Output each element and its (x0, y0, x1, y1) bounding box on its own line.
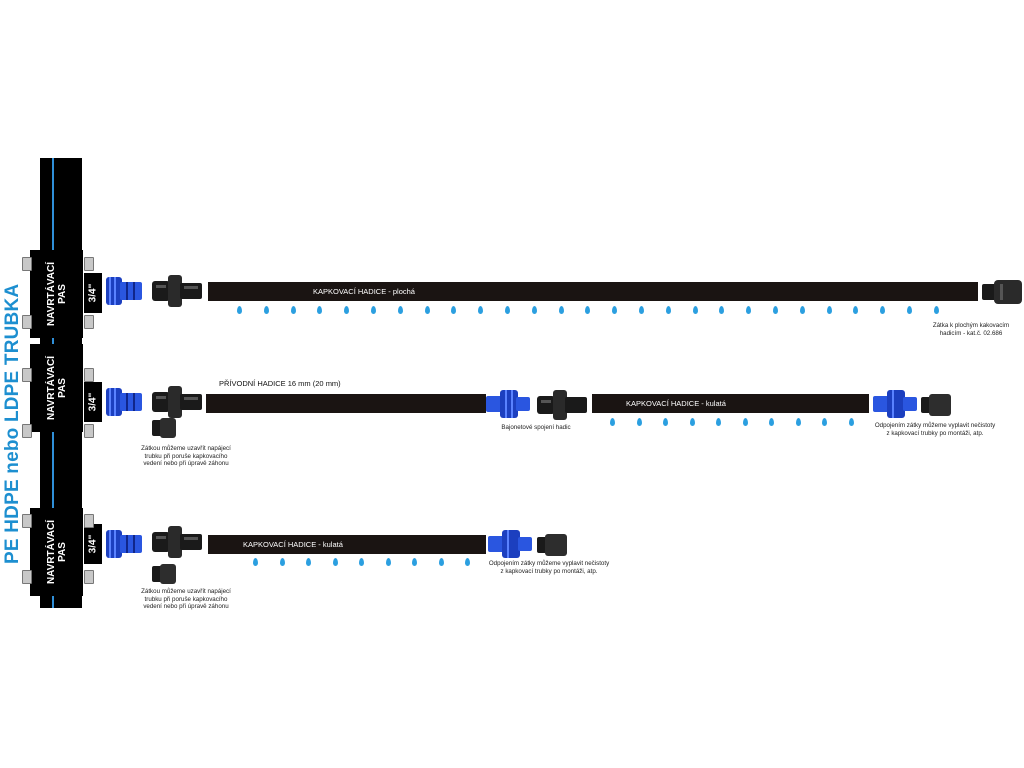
bayonet-coupling-icon (486, 390, 530, 418)
water-drop-icon (317, 306, 323, 314)
bolt-icon (84, 514, 94, 528)
water-drop-icon (465, 558, 470, 566)
water-drop-icon (263, 306, 269, 314)
saddle-clamp-label-1: NAVRTÁVACÍ PAS (45, 261, 68, 327)
black-connector-icon (152, 275, 202, 307)
black-connector-icon (152, 386, 202, 418)
water-drop-icon (636, 418, 642, 426)
thread-size-2: 3/4" (84, 382, 102, 422)
water-drop-icon (933, 306, 939, 314)
water-drop-icon (451, 306, 457, 314)
end-plug-icon (982, 280, 1022, 304)
bayonet-caption: Bajonetové spojení hadic (501, 424, 571, 431)
plug-icon (152, 418, 176, 438)
water-drop-icon (692, 306, 698, 314)
water-drop-icon (412, 558, 417, 566)
water-drop-icon (344, 306, 350, 314)
blue-end-coupling-icon (488, 530, 532, 558)
water-drop-icon (799, 306, 805, 314)
blue-end-coupling-icon (873, 390, 917, 418)
end-plug-caption: Odpojením zátky můžeme vyplavit nečistot… (874, 422, 996, 437)
water-drop-icon (332, 558, 338, 566)
drip-hose-flat (208, 282, 978, 301)
water-drop-icon (478, 306, 484, 314)
water-drop-icon (719, 306, 725, 314)
saddle-clamp-label-2: NAVRTÁVACÍ PAS (45, 355, 68, 421)
water-drop-icon (424, 306, 430, 314)
thread-size-1: 3/4" (84, 273, 102, 313)
water-drop-icon (610, 418, 615, 426)
water-drop-icon (822, 418, 827, 426)
black-connector-icon (537, 390, 587, 420)
water-drop-icon (742, 418, 748, 426)
water-drop-icon (385, 558, 391, 566)
drip-hose-round (208, 535, 486, 554)
water-drop-icon (585, 306, 591, 314)
bolt-icon (22, 368, 32, 382)
bolt-icon (22, 570, 32, 584)
drip-hose-label: KAPKOVACÍ HADICE - plochá (313, 287, 415, 296)
saddle-clamp-label-3: NAVRTÁVACÍ PAS (45, 519, 68, 585)
plug-caption: Zátkou můžeme uzavřít napájecí trubku př… (141, 445, 231, 468)
water-drop-icon (746, 306, 752, 314)
water-drop-icon (907, 306, 912, 314)
drip-hose-label: KAPKOVACÍ HADICE - kulatá (626, 399, 726, 408)
water-drop-icon (359, 558, 364, 566)
water-drop-icon (397, 306, 403, 314)
end-plug-icon (921, 394, 951, 416)
bolt-icon (84, 257, 94, 271)
water-drop-icon (290, 306, 296, 314)
water-drop-icon (826, 306, 832, 314)
water-drop-icon (716, 418, 721, 426)
saddle-clamp-3 (30, 508, 83, 596)
bolt-icon (84, 368, 94, 382)
bolt-icon (84, 570, 94, 584)
supply-hose (206, 394, 486, 413)
bolt-icon (22, 257, 32, 271)
end-plug-icon (537, 534, 567, 556)
bolt-icon (22, 315, 32, 329)
water-drop-icon (531, 306, 537, 314)
drip-hose-round (592, 394, 869, 413)
water-drop-icon (848, 418, 854, 426)
end-plug-caption: Odpojením zátky můžeme vyplavit nečistot… (488, 560, 610, 575)
blue-adapter-icon (106, 530, 142, 558)
water-drop-icon (438, 558, 444, 566)
end-plug-caption: Zátka k plochým kakovacím hadicím - kat.… (932, 322, 1010, 337)
water-drop-icon (306, 558, 311, 566)
bolt-icon (22, 514, 32, 528)
supply-hose-label: PŘÍVODNÍ HADICE 16 mm (20 mm) (219, 379, 341, 388)
water-drop-icon (853, 306, 859, 314)
main-pipe-title: PE HDPE nebo LDPE TRUBKA (2, 283, 23, 564)
water-drop-icon (279, 558, 285, 566)
saddle-clamp-1 (30, 250, 83, 338)
plug-caption: Zátkou můžeme uzavřít napájecí trubku př… (141, 588, 231, 611)
water-drop-icon (880, 306, 886, 314)
bolt-icon (84, 424, 94, 438)
water-drop-icon (773, 306, 778, 314)
water-drop-icon (665, 306, 671, 314)
water-drop-icon (689, 418, 695, 426)
thread-size-3: 3/4" (84, 524, 102, 564)
water-drop-icon (639, 306, 644, 314)
water-drop-icon (769, 418, 774, 426)
bolt-icon (22, 424, 32, 438)
water-drop-icon (371, 306, 376, 314)
bolt-icon (84, 315, 94, 329)
water-drop-icon (663, 418, 668, 426)
water-drop-icon (253, 558, 258, 566)
water-drop-icon (558, 306, 564, 314)
drip-hose-label: KAPKOVACÍ HADICE - kulatá (243, 540, 343, 549)
black-connector-icon (152, 526, 202, 558)
blue-adapter-icon (106, 277, 142, 305)
saddle-clamp-2 (30, 344, 83, 432)
water-drop-icon (237, 306, 242, 314)
plug-icon (152, 564, 176, 584)
blue-adapter-icon (106, 388, 142, 416)
water-drop-icon (612, 306, 618, 314)
water-drop-icon (795, 418, 801, 426)
water-drop-icon (505, 306, 510, 314)
